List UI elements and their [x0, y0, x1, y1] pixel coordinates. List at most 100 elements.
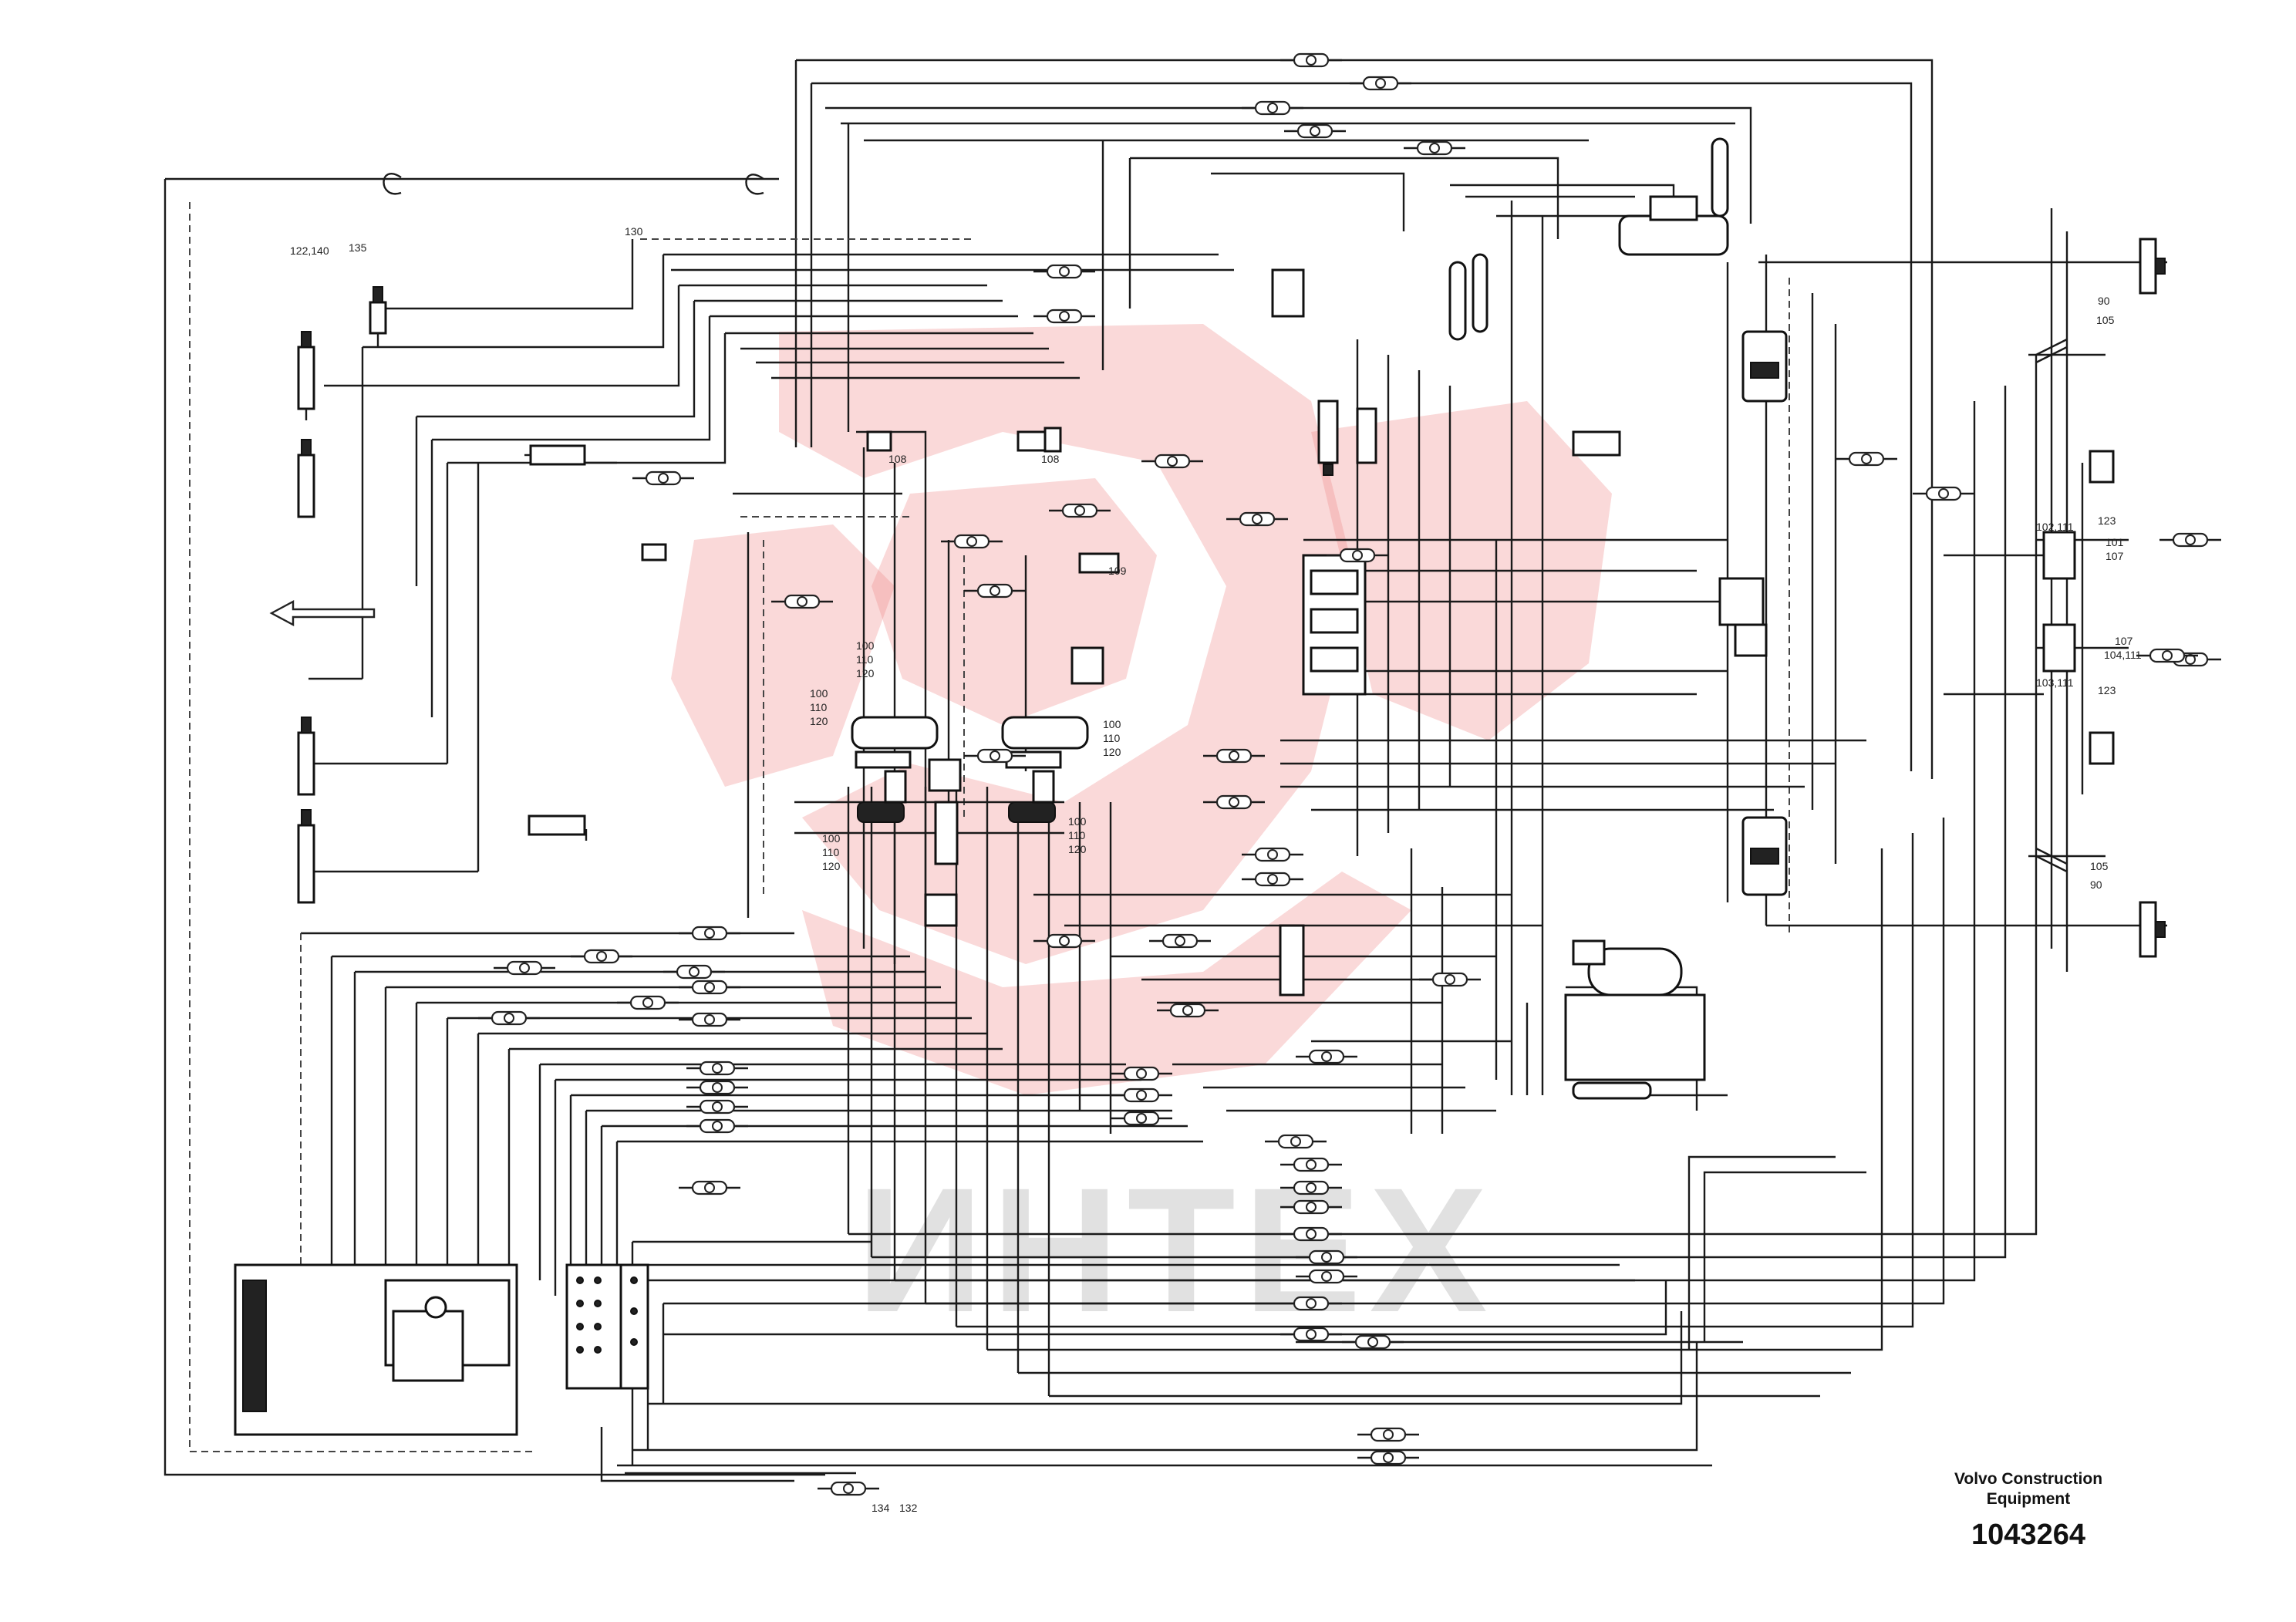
hose-connector — [686, 1061, 748, 1076]
ref-120-c: 120 — [1103, 746, 1121, 758]
hose-connector — [1280, 1180, 1342, 1195]
ref-105-upper: 105 — [2096, 314, 2115, 326]
reference-labels: 122,140 135 130 108 108 109 100 110 120 … — [290, 225, 2142, 1514]
brake-unit-lower-right — [2139, 901, 2166, 958]
ref-90-lower: 90 — [2090, 878, 2102, 891]
hose-connector — [964, 583, 1026, 599]
ref-132: 132 — [899, 1502, 918, 1514]
hose-connector — [2136, 648, 2198, 663]
hose-connector — [617, 995, 679, 1010]
ref-100-d: 100 — [822, 832, 841, 845]
hose-connector — [1913, 486, 1974, 501]
ref-110-c: 110 — [1103, 732, 1121, 744]
cylinder-horizontal-lower — [528, 814, 586, 836]
hose-connector — [1419, 972, 1481, 987]
hose-connector — [686, 1099, 748, 1114]
hose-connector — [1284, 123, 1346, 139]
cylinder-assembly-centre — [924, 758, 962, 927]
watermark-text: ИНТЕХ — [856, 1151, 1495, 1349]
hose-connector — [1265, 1134, 1327, 1149]
ref-120-a: 120 — [856, 667, 875, 679]
ref-122-140: 122,140 — [290, 244, 329, 257]
ref-120-b: 120 — [810, 715, 828, 727]
caliper-upper-right — [2089, 450, 2115, 484]
hose-connector — [1296, 1269, 1357, 1284]
spool-valve-upper — [1317, 400, 1377, 476]
hose-connector — [771, 594, 833, 609]
caliper-lower-right — [2089, 731, 2115, 765]
ref-110-d: 110 — [822, 846, 840, 858]
filter-right-upper — [1741, 330, 1788, 403]
valve-block-108 — [866, 427, 1062, 453]
ref-101: 101 — [2106, 536, 2124, 548]
hose-connector — [1296, 1049, 1357, 1064]
hose-connector — [1280, 1199, 1342, 1215]
ref-100-c: 100 — [1103, 718, 1121, 730]
hose-connector — [1280, 52, 1342, 68]
ref-104-111: 104,111 — [2104, 649, 2142, 661]
ref-108-right: 108 — [1041, 453, 1060, 465]
terminal-box-right — [619, 1263, 649, 1390]
hose-connector — [686, 1118, 748, 1134]
control-valve-centre — [1302, 554, 1367, 696]
hose-connectors — [478, 52, 2221, 1496]
ref-108-left: 108 — [888, 453, 907, 465]
hose-connector — [1404, 140, 1465, 156]
hose-connector — [1111, 1066, 1172, 1081]
tank-lower-centre — [1564, 947, 1706, 1100]
small-valve-left-mid — [641, 543, 667, 561]
hose-connector — [1203, 748, 1265, 764]
terminal-box-left — [565, 1263, 622, 1390]
hose-connector — [1357, 1427, 1419, 1442]
hose-connector — [1141, 454, 1203, 469]
hose-connector — [632, 470, 694, 486]
hose-connector — [1342, 1334, 1404, 1350]
hose-connector — [663, 964, 725, 980]
actuator-3 — [297, 439, 315, 518]
hose-connector — [1242, 847, 1303, 862]
ref-123-upper: 123 — [2098, 514, 2116, 527]
ref-134: 134 — [872, 1502, 890, 1514]
valve-right-upper — [2042, 531, 2076, 580]
actuator-5 — [297, 809, 315, 904]
hose-connector — [679, 926, 740, 941]
ref-103-111: 103,111 — [2036, 676, 2074, 689]
ref-123-lower: 123 — [2098, 684, 2116, 696]
ref-120-e: 120 — [1068, 843, 1087, 855]
filter-right-lower — [1741, 816, 1788, 896]
hose-connector — [1280, 1157, 1342, 1172]
ref-135: 135 — [349, 241, 367, 254]
hose-connector — [1357, 1450, 1419, 1465]
cylinder-assembly-right — [1001, 716, 1089, 823]
hose-connector — [964, 748, 1026, 764]
centre-components — [641, 137, 1788, 1100]
pump-top-right — [1618, 195, 1729, 256]
hose-connector — [686, 1080, 748, 1095]
drawing-number: 1043264 — [1971, 1519, 2085, 1551]
hose-connector — [1149, 933, 1211, 949]
hose-connector — [1242, 872, 1303, 887]
hose-connector — [818, 1481, 879, 1496]
valve-right-centre — [1718, 577, 1768, 657]
hose-connector — [2159, 532, 2221, 548]
ref-120-d: 120 — [822, 860, 841, 872]
hydraulic-tank — [234, 1263, 518, 1436]
valve-block-109 — [1070, 552, 1120, 685]
ref-100-e: 100 — [1068, 815, 1087, 828]
accumulators — [1448, 137, 1729, 341]
direction-arrow — [269, 599, 376, 627]
watermark: ИНТЕХ — [671, 324, 1612, 1349]
hose-connector — [478, 1010, 540, 1026]
hose-connector — [1296, 1249, 1357, 1265]
ref-110-a: 110 — [856, 653, 874, 666]
valve-right-lower — [2042, 623, 2076, 673]
ref-100-b: 100 — [810, 687, 828, 700]
brake-unit-upper-right — [2139, 238, 2166, 295]
ref-90-upper: 90 — [2098, 295, 2110, 307]
hose-connector — [1033, 933, 1095, 949]
hose-connector — [1280, 1296, 1342, 1311]
company-name: Volvo Construction Equipment — [1954, 1470, 2103, 1508]
ref-107-upper: 107 — [2106, 550, 2124, 562]
hose-connector — [1350, 76, 1411, 91]
